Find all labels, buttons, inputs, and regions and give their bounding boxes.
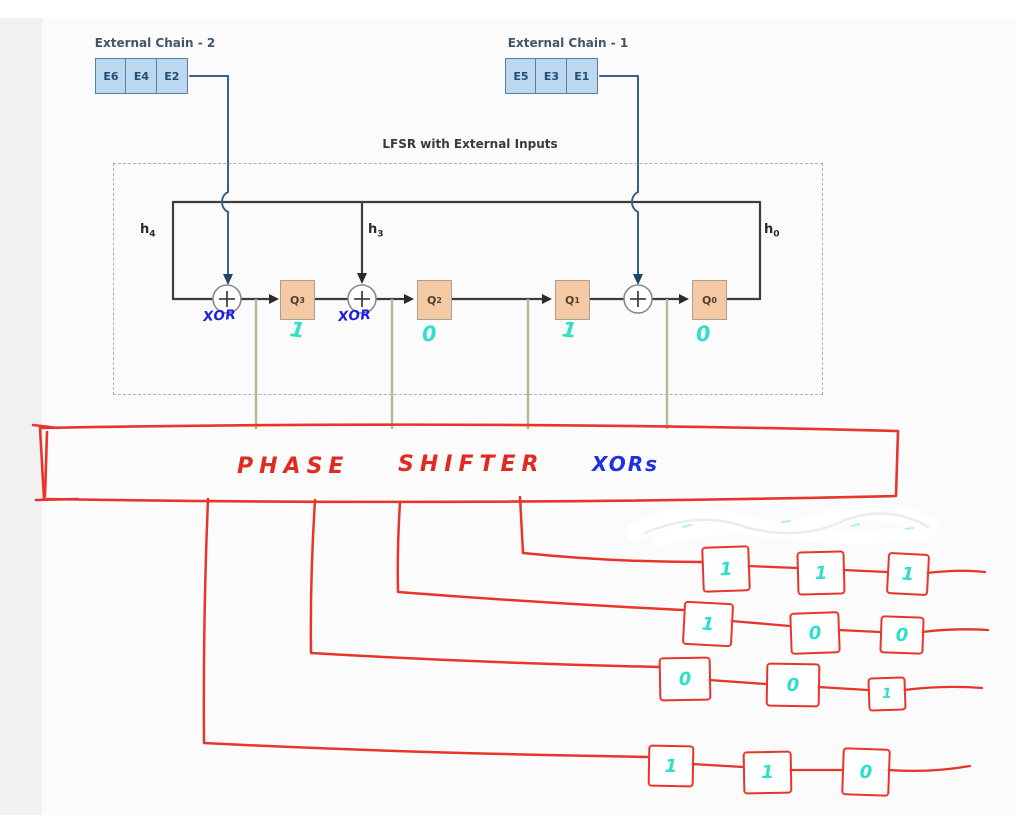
q2-base: Q	[427, 293, 437, 307]
q1-sub: 1	[574, 295, 580, 305]
tap-h0-base: h	[764, 222, 774, 237]
scan-chain-1-cell-3: 1	[885, 551, 931, 597]
external-chain-1-cell-e3: E3	[535, 58, 568, 94]
tap-h4-base: h	[140, 222, 150, 237]
external-chain-2-cell-e6: E6	[95, 58, 127, 94]
scan-chain-2-cell-1: 1	[681, 600, 735, 648]
scan-chain-4-cell-1: 1	[647, 744, 695, 788]
lfsr-cell-q1-value: 1	[560, 317, 578, 343]
external-chain-2: E6 E4 E2	[95, 58, 188, 94]
external-chain-2-cell-e4: E4	[125, 58, 158, 94]
phase-shifter-word-xors: XORs	[592, 452, 660, 476]
scan-chain-3-cell-3: 1	[867, 676, 907, 712]
external-chain-1: E5 E3 E1	[505, 58, 598, 94]
q3-base: Q	[290, 293, 300, 307]
q0-sub: 0	[711, 295, 717, 305]
scan-chain-3-cell-2: 0	[765, 662, 821, 708]
q1-base: Q	[565, 293, 575, 307]
scan-chain-3-cell-1: 0	[658, 656, 712, 702]
scan-chain-4-cell-2: 1	[742, 750, 793, 795]
lfsr-cell-q0-value: 0	[694, 321, 712, 347]
scan-chain-4-cell-3: 0	[841, 747, 891, 797]
external-chain-2-label: External Chain - 2	[94, 36, 216, 50]
phase-shifter-word-shifter: SHIFTER	[398, 452, 545, 477]
scan-chain-1-cell-1: 1	[701, 545, 751, 593]
lfsr-title: LFSR with External Inputs	[382, 137, 558, 151]
tap-h4-sub: 4	[149, 229, 156, 240]
external-chain-2-cell-e2: E2	[155, 58, 188, 94]
xor-gate-1-label: XOR	[202, 306, 237, 326]
q0-base: Q	[702, 293, 712, 307]
tap-label-h0: h0	[764, 222, 780, 240]
scan-chain-1-cell-2: 1	[796, 550, 846, 596]
external-chain-1-cell-e1: E1	[565, 58, 598, 94]
scan-chain-2-cell-2: 0	[789, 611, 841, 655]
left-margin-strip	[0, 18, 42, 815]
xor-gate-2-label: XOR	[337, 306, 372, 326]
tap-h3-base: h	[368, 222, 378, 237]
lfsr-cell-q2-value: 0	[421, 321, 438, 347]
scan-chain-2-cell-3: 0	[879, 615, 925, 655]
q3-sub: 3	[299, 295, 305, 305]
external-chain-1-cell-e5: E5	[505, 58, 537, 94]
lfsr-boundary-box	[113, 163, 823, 395]
tap-label-h4: h4	[140, 222, 156, 240]
q2-sub: 2	[436, 295, 442, 305]
tap-h3-sub: 3	[377, 229, 384, 240]
phase-shifter-word-phase: PHASE	[237, 454, 350, 479]
external-chain-1-label: External Chain - 1	[507, 36, 629, 50]
tap-h0-sub: 0	[773, 229, 780, 240]
tap-label-h3: h3	[368, 222, 384, 240]
